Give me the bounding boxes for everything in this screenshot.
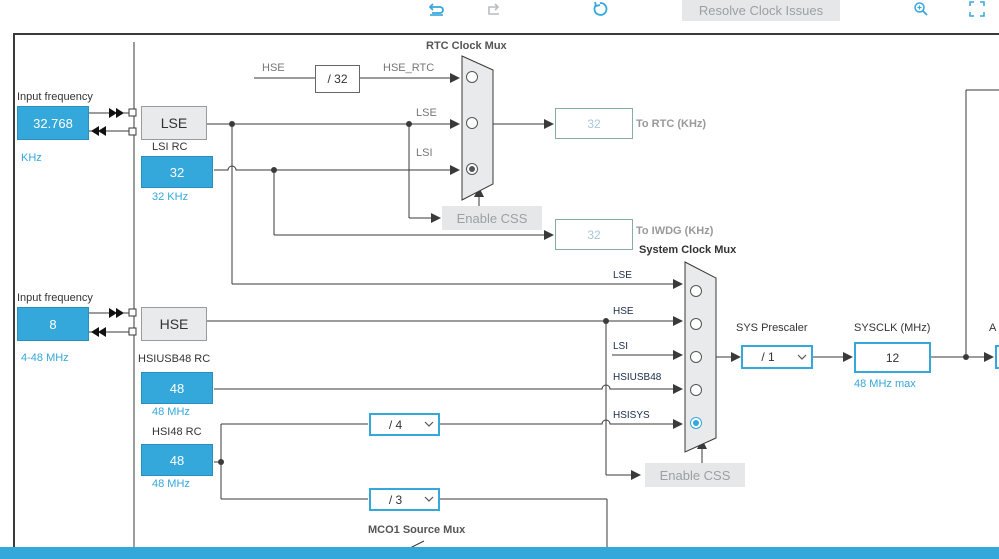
sysclk-label: SYSCLK (MHz)	[854, 322, 931, 334]
ahb-prescaler-select[interactable]	[995, 345, 999, 369]
rtc-mux-hse-radio[interactable]	[466, 71, 478, 83]
hse-rtc-label: HSE_RTC	[383, 62, 435, 74]
hse-rtc-divider: / 32	[315, 65, 360, 93]
hsisys-divider-select[interactable]: / 4	[369, 413, 440, 436]
rtc-lsi-label: LSI	[416, 147, 433, 159]
sys-mux-input-hse: HSE	[613, 306, 634, 317]
mco-divider-value: / 3	[388, 492, 403, 507]
fit-screen-icon[interactable]	[968, 0, 986, 18]
chevron-down-icon	[420, 419, 438, 430]
hse-input-frequency-field[interactable]: 8	[17, 307, 89, 341]
hse-range-label: 4-48 MHz	[21, 352, 69, 364]
lsi-unit-label: 32 KHz	[152, 191, 189, 203]
sys-mux-input-hsisys: HSISYS	[613, 410, 650, 421]
undo-icon[interactable]	[428, 0, 446, 18]
mco-divider-select[interactable]: / 3	[369, 488, 440, 511]
lsi-rc-value: 32	[141, 156, 213, 188]
hse-input-frequency-label: Input frequency	[17, 292, 93, 304]
sys-mux-hsiusb48-radio[interactable]	[690, 384, 702, 396]
lse-input-frequency-label: Input frequency	[17, 91, 93, 103]
chevron-down-icon	[420, 494, 438, 505]
sys-mux-input-lsi: LSI	[613, 341, 629, 352]
hsisys-divider-value: / 4	[388, 417, 403, 432]
redo-icon[interactable]	[484, 0, 502, 18]
sys-mux-lse-radio[interactable]	[690, 285, 702, 297]
sysclk-max-label: 48 MHz max	[854, 378, 916, 390]
rtc-lse-label: LSE	[416, 107, 437, 119]
hsiusb48-rc-label: HSIUSB48 RC	[138, 353, 211, 365]
mco1-source-mux-title: MCO1 Source Mux	[368, 524, 466, 536]
chevron-down-icon	[793, 352, 811, 363]
system-clock-mux-title: System Clock Mux	[639, 244, 737, 256]
sys-prescaler-label: SYS Prescaler	[736, 322, 808, 334]
hsi48-rc-label: HSI48 RC	[152, 426, 202, 438]
iwdg-output-value: 32	[555, 219, 633, 250]
lsi-rc-label: LSI RC	[152, 141, 188, 153]
sys-prescaler-value: / 1	[761, 350, 775, 364]
hsi48-rc-value: 48	[141, 444, 213, 476]
sys-mux-hsisys-radio[interactable]	[690, 417, 702, 429]
lse-unit-label: KHz	[21, 152, 42, 164]
iwdg-output-label: To IWDG (KHz)	[636, 225, 714, 237]
hsiusb48-rc-value: 48	[141, 372, 213, 404]
sys-mux-lsi-radio[interactable]	[690, 351, 702, 363]
rtc-output-label: To RTC (KHz)	[636, 118, 707, 130]
zoom-in-icon[interactable]	[912, 0, 930, 18]
resolve-clock-issues-button[interactable]: Resolve Clock Issues	[682, 0, 840, 21]
diagram-frame	[13, 33, 999, 559]
sysclk-value: 12	[885, 350, 900, 365]
rtc-clock-mux-title: RTC Clock Mux	[426, 40, 507, 52]
lse-input-frequency-field[interactable]: 32.768	[17, 106, 89, 140]
hsi48-unit-label: 48 MHz	[152, 478, 190, 490]
sys-enable-css-button[interactable]: Enable CSS	[645, 463, 745, 487]
sys-mux-input-lse: LSE	[613, 270, 632, 281]
rtc-mux-lse-radio[interactable]	[466, 117, 478, 129]
lse-block[interactable]: LSE	[141, 106, 207, 140]
rtc-mux-lsi-radio[interactable]	[466, 163, 478, 175]
ahb-prescaler-label: A	[989, 322, 997, 334]
sys-mux-hse-radio[interactable]	[690, 318, 702, 330]
rtc-output-value: 32	[555, 108, 633, 139]
sysclk-field[interactable]: 12	[854, 342, 931, 373]
rtc-enable-css-button[interactable]: Enable CSS	[442, 206, 542, 230]
hsiusb48-unit-label: 48 MHz	[152, 406, 190, 418]
sys-mux-input-hsiusb48: HSIUSB48	[613, 372, 662, 383]
horizontal-scrollbar[interactable]	[0, 547, 999, 559]
refresh-icon[interactable]	[591, 0, 609, 18]
rtc-hse-label: HSE	[262, 62, 285, 74]
sys-prescaler-select[interactable]: / 1	[741, 345, 813, 369]
hse-block[interactable]: HSE	[141, 307, 207, 341]
